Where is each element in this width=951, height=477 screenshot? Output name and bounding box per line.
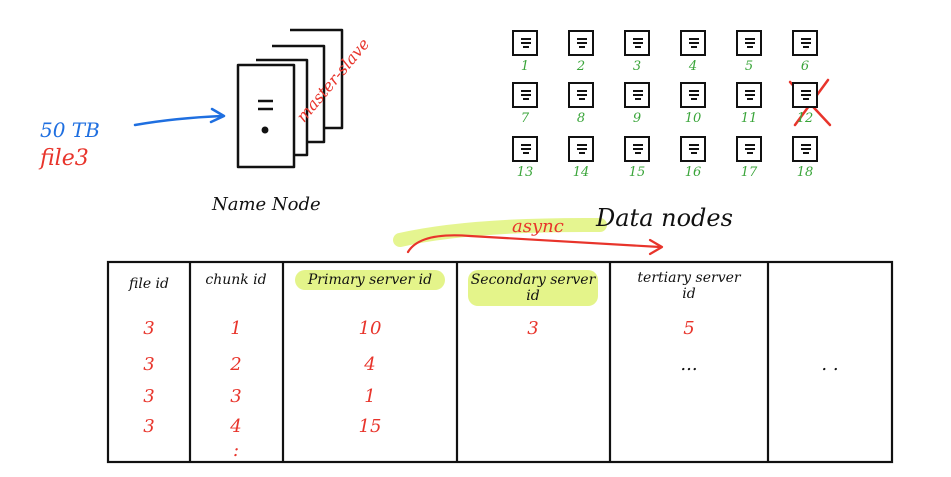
input-arrowhead (209, 107, 226, 124)
data-nodes-label: Data nodes (596, 204, 733, 232)
table-cell: . . (821, 354, 839, 375)
data-node-icon (680, 136, 706, 162)
data-node-icon (736, 82, 762, 108)
data-node-id: 1 (520, 59, 530, 74)
data-node-id: 8 (576, 111, 586, 126)
table-cell: 2 (230, 354, 242, 375)
data-node-icon (736, 136, 762, 162)
data-node-icon (792, 136, 818, 162)
data-node-icon (512, 136, 538, 162)
file-label: file3 (40, 146, 89, 171)
table-cell: 10 (358, 318, 382, 339)
data-node-icon (568, 82, 594, 108)
table-cell: 3 (143, 386, 155, 407)
data-node-id: 4 (688, 59, 698, 74)
data-node-icon (736, 30, 762, 56)
table-cell: 4 (364, 354, 376, 375)
input-arrow (133, 114, 224, 127)
table-cell: ... (680, 354, 698, 375)
data-node-icon (568, 30, 594, 56)
data-node-icon (624, 30, 650, 56)
data-node-id: 9 (632, 111, 642, 126)
async-arrowhead (648, 238, 664, 256)
table-header: chunk id (205, 272, 267, 288)
data-node-id: 18 (796, 165, 814, 180)
table-header: file id (129, 276, 169, 292)
async-highlight (393, 217, 607, 247)
data-node-id: 17 (740, 165, 758, 180)
async-arrow (406, 234, 662, 254)
data-node-id: 11 (740, 111, 758, 126)
data-node-id: 15 (628, 165, 646, 180)
data-node-icon (680, 30, 706, 56)
name-node-label: Name Node (212, 194, 321, 215)
data-node-id: 12 (796, 111, 814, 126)
data-node-id: 6 (800, 59, 810, 74)
name-node-icon (236, 28, 344, 169)
data-node-icon (792, 82, 818, 108)
table-cell: : (232, 440, 240, 461)
table-cell: 1 (364, 386, 376, 407)
table-cell: 3 (143, 416, 155, 437)
data-node-id: 7 (520, 111, 530, 126)
table-cell: 4 (230, 416, 242, 437)
table-header: tertiary server id (637, 270, 741, 303)
async-label: async (512, 216, 564, 237)
table-cell: 15 (358, 416, 382, 437)
data-node-id: 13 (516, 165, 534, 180)
table-cell: 1 (230, 318, 242, 339)
data-node-id: 14 (572, 165, 590, 180)
table-cell: 3 (143, 318, 155, 339)
size-label: 50 TB (40, 118, 100, 142)
data-node-icon (792, 30, 818, 56)
data-node-id: 16 (684, 165, 702, 180)
data-node-id: 10 (684, 111, 702, 126)
table-cell: 3 (527, 318, 539, 339)
data-node-icon (624, 82, 650, 108)
data-node-icon (512, 30, 538, 56)
mapping-table-grid (106, 260, 894, 464)
table-header: Secondary server id (468, 270, 598, 307)
data-node-icon (568, 136, 594, 162)
data-node-id: 5 (744, 59, 754, 74)
table-cell: 3 (230, 386, 242, 407)
table-cell: 3 (143, 354, 155, 375)
table-cell: 5 (683, 318, 695, 339)
data-node-id: 2 (576, 59, 586, 74)
table-header: Primary server id (295, 270, 445, 291)
data-node-icon (680, 82, 706, 108)
data-node-icon (624, 136, 650, 162)
data-node-id: 3 (632, 59, 642, 74)
data-node-icon (512, 82, 538, 108)
